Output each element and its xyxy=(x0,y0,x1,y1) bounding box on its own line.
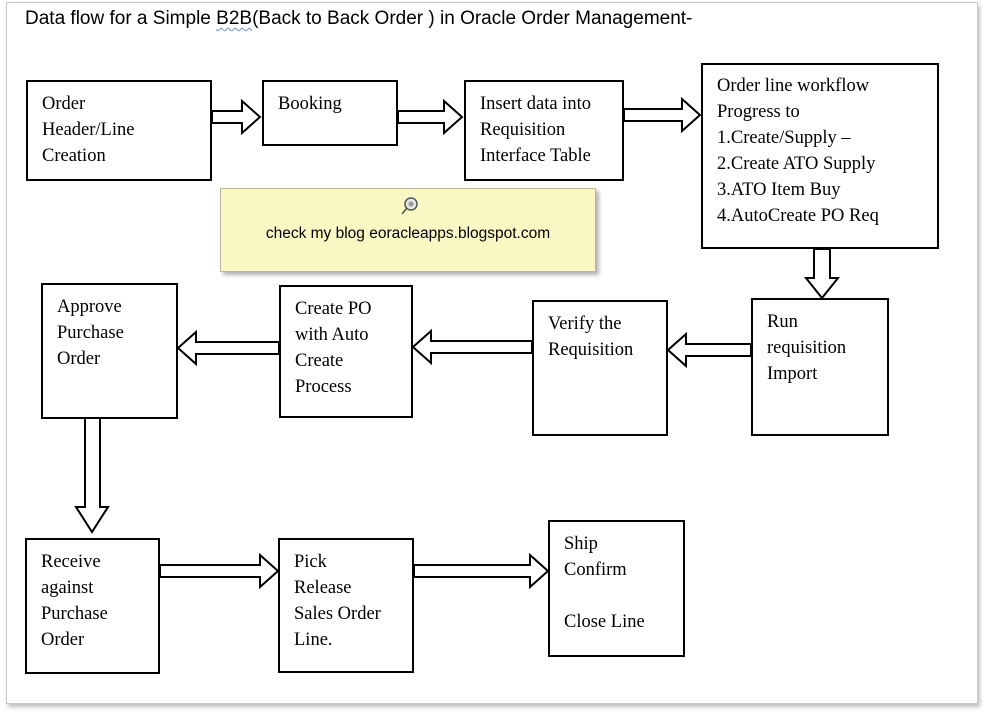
step-order-line-workflow: Order line workflow Progress to 1.Create… xyxy=(701,63,939,249)
arrow-left-icon xyxy=(176,329,280,367)
step-verify-requisition: Verify the Requisition xyxy=(532,300,668,436)
spellcheck-underline: B2B xyxy=(216,8,253,29)
arrow-right-icon xyxy=(211,98,262,136)
step-create-po-auto-create: Create PO with Auto Create Process xyxy=(279,285,413,418)
pushpin-icon xyxy=(401,197,418,215)
arrow-right-icon xyxy=(623,96,702,134)
step-ship-confirm-close-line: Ship Confirm Close Line xyxy=(548,520,685,657)
step-pick-release-sales-order-line: Pick Release Sales Order Line. xyxy=(278,538,414,673)
step-receive-against-po: Receive against Purchase Order xyxy=(25,538,160,674)
arrow-right-icon xyxy=(159,552,280,590)
blog-note: check my blog eoracleapps.blogspot.com xyxy=(220,188,596,272)
blog-note-text: check my blog eoracleapps.blogspot.com xyxy=(265,225,551,242)
step-approve-purchase-order: Approve Purchase Order xyxy=(41,283,178,419)
arrow-left-icon xyxy=(411,328,533,366)
step-order-header-line-creation: Order Header/Line Creation xyxy=(26,80,212,181)
step-insert-requisition-interface: Insert data into Requisition Interface T… xyxy=(464,80,624,181)
arrow-right-icon xyxy=(397,98,464,136)
diagram-title: Data flow for a Simple B2B(Back to Back … xyxy=(25,8,693,29)
arrow-right-icon xyxy=(413,552,550,590)
arrow-left-icon xyxy=(666,331,752,369)
step-run-requisition-import: Run requisition Import xyxy=(751,298,889,436)
arrow-down-icon xyxy=(74,417,110,534)
arrow-down-icon xyxy=(803,248,841,300)
step-booking: Booking xyxy=(262,80,398,146)
